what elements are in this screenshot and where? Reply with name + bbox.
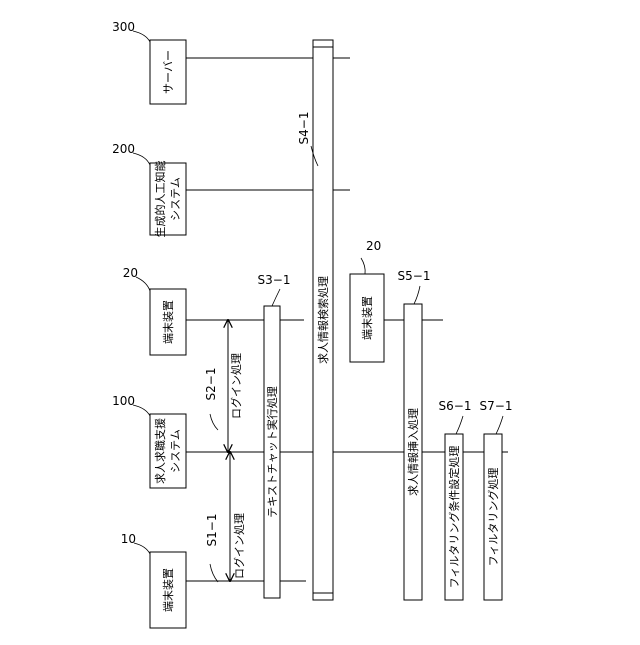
actor-ai-label-line1: 生成的人工知能 bbox=[153, 161, 167, 238]
actor-terminal-mid-label: 端末装置 bbox=[360, 296, 374, 340]
actor-terminal-top: 端末装置 20 bbox=[123, 266, 186, 355]
actor-ai: 生成的人工知能 システム 200 bbox=[112, 142, 186, 238]
s5-label: 求人情報挿入処理 bbox=[406, 408, 420, 496]
s6-label: フィルタリング条件設定処理 bbox=[447, 446, 461, 589]
s3-label: テキストチャット実行処理 bbox=[265, 386, 279, 518]
actor-terminal-top-label: 端末装置 bbox=[161, 300, 175, 344]
s7-label: フィルタリング処理 bbox=[486, 468, 500, 567]
actor-terminal-top-ref: 20 bbox=[123, 266, 138, 280]
actor-terminal-mid: 端末装置 20 bbox=[350, 239, 384, 362]
actor-terminal-bottom-ref: 10 bbox=[121, 532, 136, 546]
s4-label: 求人情報検索処理 bbox=[316, 276, 330, 364]
actor-terminal-mid-ref: 20 bbox=[366, 239, 381, 253]
s5-code: S5−1 bbox=[398, 269, 431, 283]
s7-code: S7−1 bbox=[480, 399, 513, 413]
step-s5-insert: 求人情報挿入処理 S5−1 bbox=[398, 269, 431, 600]
step-s2-login: ログイン処理 S2−1 bbox=[204, 320, 243, 452]
actor-terminal-bottom: 端末装置 10 bbox=[121, 532, 186, 628]
s2-code: S2−1 bbox=[204, 368, 218, 401]
actor-support-label-line1: 求人求職支援 bbox=[153, 418, 167, 484]
step-s1-login: ログイン処理 S1−1 bbox=[205, 452, 246, 582]
s1-code: S1−1 bbox=[205, 514, 219, 547]
actor-support-label-line2: システム bbox=[169, 429, 182, 473]
actor-support-ref: 100 bbox=[112, 394, 135, 408]
actor-support: 求人求職支援 システム 100 bbox=[112, 394, 186, 488]
actor-server-ref: 300 bbox=[112, 20, 135, 34]
step-s7-filter: フィルタリング処理 S7−1 bbox=[480, 399, 513, 600]
actor-server-label: サーバー bbox=[162, 50, 175, 94]
s1-label: ログイン処理 bbox=[232, 513, 246, 579]
s3-code: S3−1 bbox=[258, 273, 291, 287]
actor-ai-ref: 200 bbox=[112, 142, 135, 156]
actor-server: サーバー 300 bbox=[112, 20, 186, 104]
step-s6-filter-setting: フィルタリング条件設定処理 S6−1 bbox=[439, 399, 472, 600]
s6-code: S6−1 bbox=[439, 399, 472, 413]
actor-terminal-bottom-label: 端末装置 bbox=[161, 568, 175, 612]
s4-code: S4−1 bbox=[297, 112, 311, 145]
actor-ai-label-line2: システム bbox=[169, 177, 182, 221]
s2-label: ログイン処理 bbox=[229, 353, 243, 419]
step-s3-chat: テキストチャット実行処理 S3−1 bbox=[258, 273, 291, 598]
